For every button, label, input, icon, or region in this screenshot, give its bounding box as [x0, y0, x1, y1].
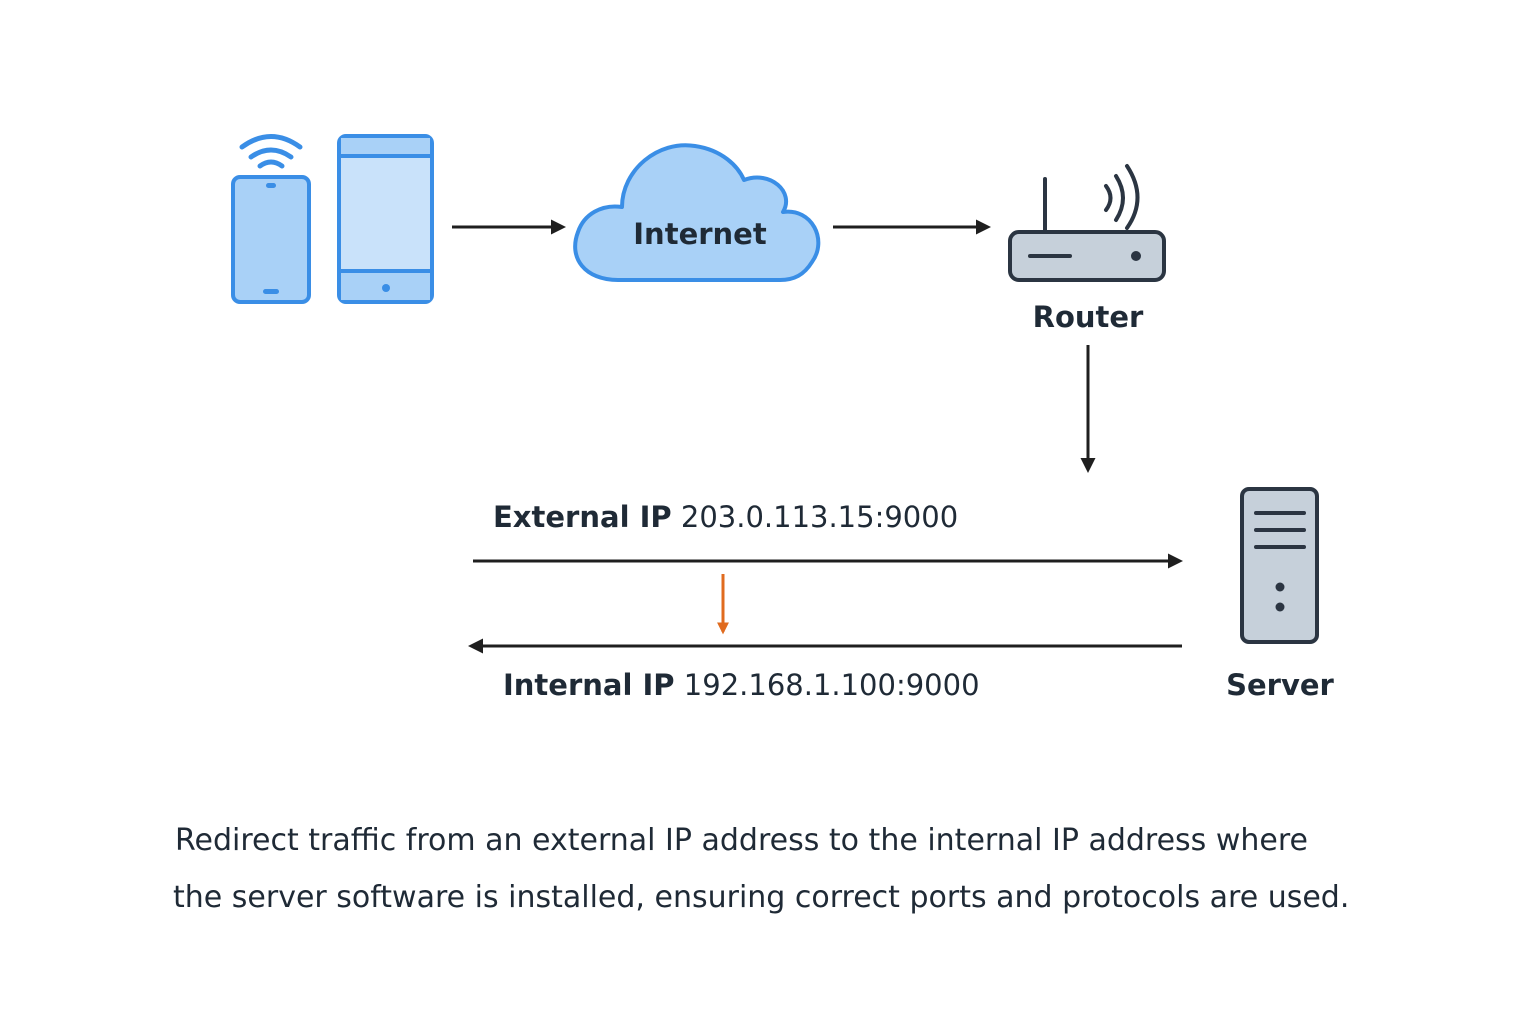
cloud-icon [573, 143, 821, 282]
internal-ip-address: 192.168.1.100:9000 [683, 668, 980, 702]
internal-ip-kind: Internal IP [503, 668, 675, 702]
caption-line-2: the server software is installed, ensuri… [173, 880, 1350, 915]
caption-line-1: Redirect traffic from an external IP add… [175, 823, 1308, 858]
internet-label: Internet [633, 217, 767, 251]
router-label: Router [1032, 300, 1144, 334]
tablet-icon [337, 134, 434, 304]
internal-ip-label: Internal IP 192.168.1.100:9000 [503, 671, 980, 700]
phone-icon [231, 175, 311, 304]
wifi-icon [239, 134, 303, 169]
server-tower-icon [1240, 487, 1319, 644]
server-label: Server [1226, 668, 1334, 702]
external-ip-label: External IP 203.0.113.15:9000 [493, 503, 958, 532]
router-icon [1008, 164, 1166, 282]
external-ip-kind: External IP [493, 500, 672, 534]
external-ip-address: 203.0.113.15:9000 [680, 500, 959, 534]
caption: Redirect traffic from an external IP add… [140, 812, 1400, 926]
devices-icon [231, 134, 434, 304]
